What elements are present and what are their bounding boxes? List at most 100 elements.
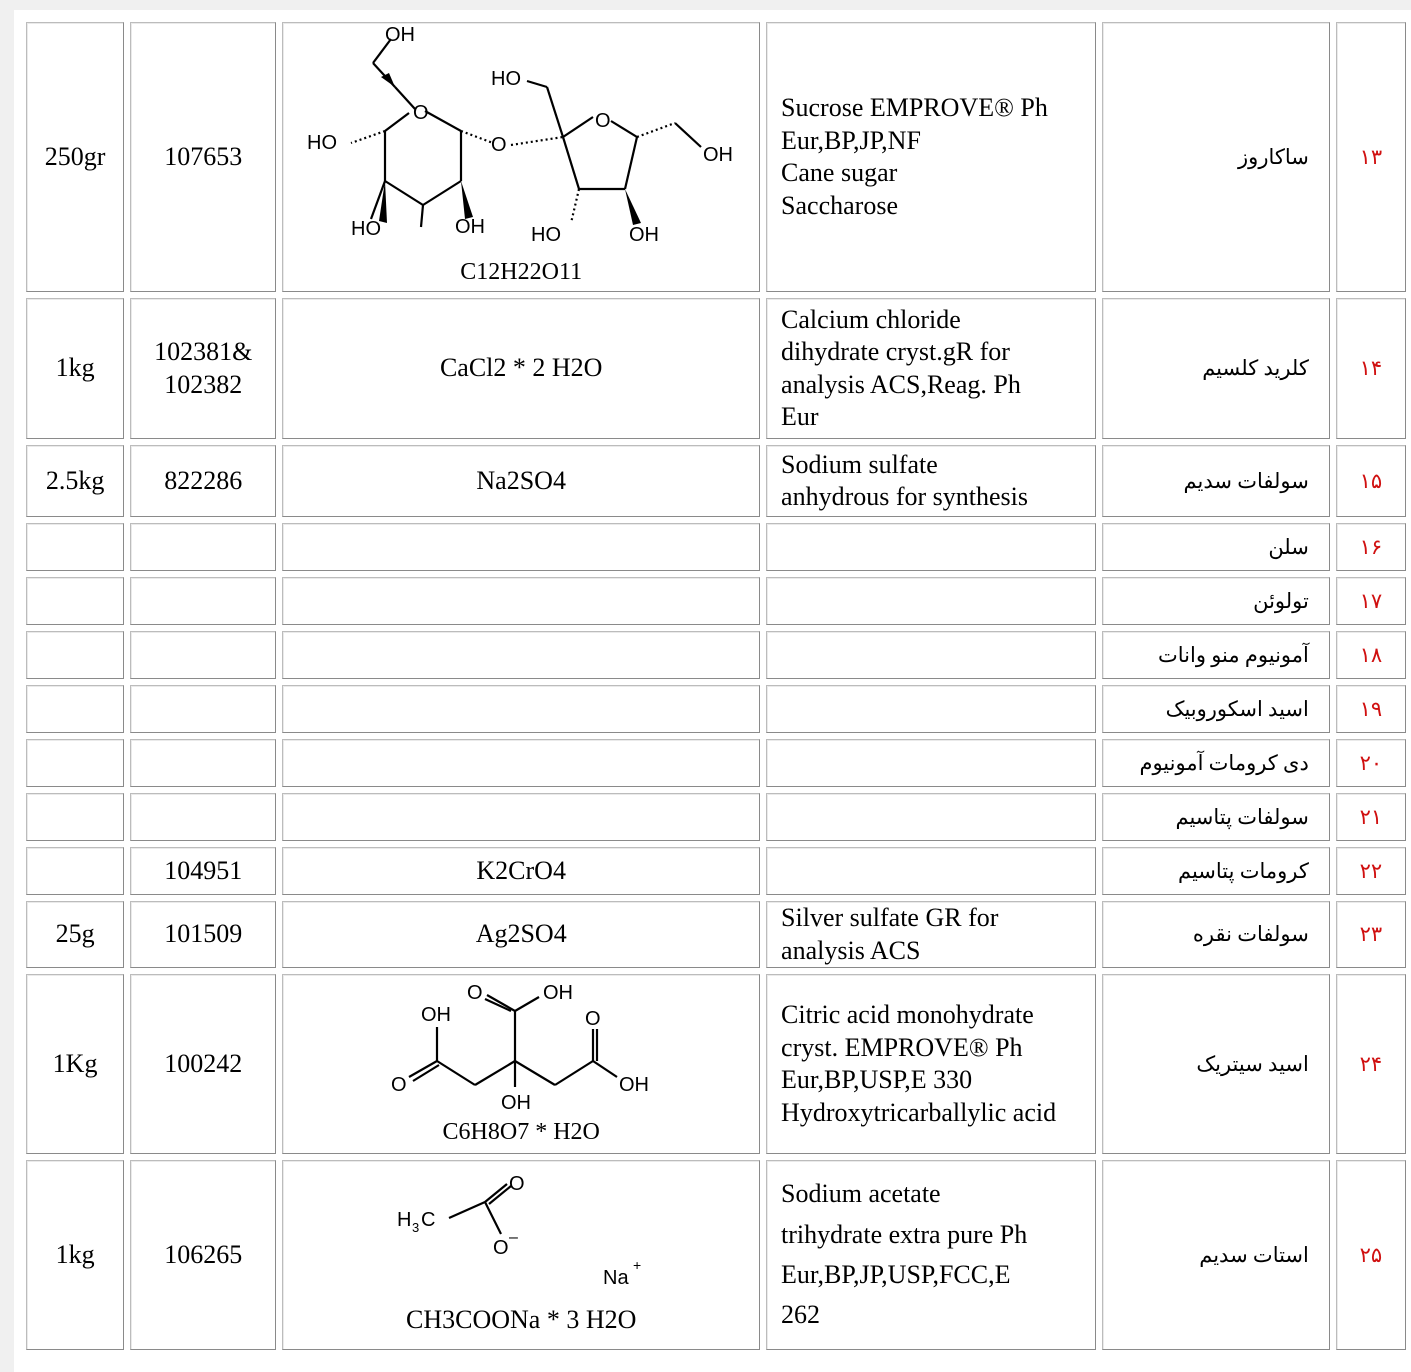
- row-number-cell: ۲۴: [1335, 974, 1406, 1154]
- name-cell: [766, 577, 1096, 625]
- quantity-cell: [26, 523, 125, 571]
- row-number-cell: ۲۰: [1335, 739, 1406, 787]
- svg-text:–: –: [509, 1229, 518, 1246]
- svg-text:O: O: [595, 110, 611, 132]
- persian-name-cell: سولفات پتاسیم: [1101, 793, 1330, 841]
- persian-name-cell: اسید اسکوروبیک: [1101, 685, 1330, 733]
- name-line: Cane sugar: [781, 158, 898, 187]
- persian-name-cell: اسید سیتریک: [1101, 974, 1330, 1154]
- persian-name-cell: آمونیوم منو وانات: [1101, 631, 1330, 679]
- name-cell: [766, 523, 1096, 571]
- table-row: اسید اسکوروبیک ۱۹: [26, 685, 1406, 733]
- svg-text:O: O: [391, 1074, 407, 1096]
- name-line: Eur,BP,JP,USP,FCC,E: [781, 1260, 1011, 1289]
- formula-cell: O H 3 C O – Na + CH3COONa * 3 H2O: [282, 1160, 761, 1350]
- quantity-cell: [26, 577, 125, 625]
- svg-text:OH: OH: [619, 1074, 649, 1096]
- quantity-cell: [26, 793, 125, 841]
- code-cell: [130, 523, 277, 571]
- quantity-cell: 250gr: [26, 22, 125, 292]
- name-line: Sodium sulfate: [781, 449, 938, 479]
- page-sheet: 250gr 107653: [14, 10, 1411, 1372]
- name-line: Calcium chloride: [781, 304, 961, 334]
- code-cell: 102381& 102382: [130, 298, 277, 439]
- svg-text:OH: OH: [455, 216, 485, 238]
- name-line: Saccharose: [781, 190, 898, 220]
- persian-name-cell: سولفات نقره: [1101, 901, 1330, 968]
- formula-cell: Na2SO4: [282, 445, 761, 517]
- name-line: Sodium acetate: [781, 1179, 941, 1209]
- citric-acid-structure-icon: O OH OH O O OH OH: [391, 982, 649, 1114]
- quantity-cell: 1kg: [26, 298, 125, 439]
- formula-cell: [282, 523, 761, 571]
- row-number-cell: ۱۴: [1335, 298, 1406, 439]
- name-line: cryst. EMPROVE® Ph: [781, 1032, 1023, 1062]
- table-row: 1kg 102381& 102382 CaCl2 * 2 H2O Calcium…: [26, 298, 1406, 439]
- svg-text:O: O: [585, 1008, 601, 1030]
- name-cell: Sodium acetate trihydrate extra pure Ph …: [766, 1160, 1096, 1350]
- chemicals-table: 250gr 107653: [20, 16, 1411, 1356]
- name-line: analysis ACS,Reag. Ph: [781, 369, 1021, 399]
- name-cell: Citric acid monohydrate cryst. EMPROVE® …: [766, 974, 1096, 1154]
- persian-name-cell: استات سدیم: [1101, 1160, 1330, 1350]
- table-row: سولفات پتاسیم ۲۱: [26, 793, 1406, 841]
- table-row: 1kg 106265 O H 3 C O – Na: [26, 1160, 1406, 1350]
- svg-text:OH: OH: [703, 144, 733, 166]
- quantity-cell: 25g: [26, 901, 125, 968]
- formula-cell: [282, 793, 761, 841]
- svg-text:+: +: [633, 1257, 641, 1273]
- quantity-cell: 1Kg: [26, 974, 125, 1154]
- persian-name-cell: سلن: [1101, 523, 1330, 571]
- formula-cell: [282, 577, 761, 625]
- svg-text:HO: HO: [307, 132, 337, 154]
- svg-text:OH: OH: [421, 1004, 451, 1026]
- formula-cell: OH O HO O HO O OH HO OH HO OH C12H22O11: [282, 22, 761, 292]
- name-line: dihydrate cryst.gR for: [781, 337, 1010, 366]
- sucrose-structure-icon: OH O HO O HO O OH HO OH HO OH: [307, 27, 733, 246]
- code-cell: [130, 793, 277, 841]
- name-line: Eur,BP,USP,E 330: [781, 1065, 973, 1094]
- svg-text:C: C: [421, 1209, 435, 1231]
- svg-text:OH: OH: [543, 982, 573, 1004]
- table-row: 25g 101509 Ag2SO4 Silver sulfate GR for …: [26, 901, 1406, 968]
- table-row: تولوئن ۱۷: [26, 577, 1406, 625]
- persian-name-cell: کلرید کلسیم: [1101, 298, 1330, 439]
- name-line: 262: [781, 1300, 821, 1330]
- formula-text: CH3COONa * 3 H2O: [406, 1304, 637, 1334]
- formula-cell: CaCl2 * 2 H2O: [282, 298, 761, 439]
- table-row: آمونیوم منو وانات ۱۸: [26, 631, 1406, 679]
- row-number-cell: ۲۵: [1335, 1160, 1406, 1350]
- table-row: سلن ۱۶: [26, 523, 1406, 571]
- persian-name-cell: دی کرومات آمونیوم: [1101, 739, 1330, 787]
- row-number-cell: ۱۳: [1335, 22, 1406, 292]
- name-cell: Sucrose EMPROVE® Ph Eur,BP,JP,NF Cane su…: [766, 22, 1096, 292]
- name-line: Hydroxytricarballylic acid: [781, 1097, 1057, 1127]
- code-cell: [130, 739, 277, 787]
- table-row: دی کرومات آمونیوم ۲۰: [26, 739, 1406, 787]
- formula-text: C6H8O7 * H2O: [442, 1119, 600, 1145]
- name-line: anhydrous for synthesis: [781, 482, 1029, 511]
- row-number-cell: ۲۳: [1335, 901, 1406, 968]
- persian-name-cell: تولوئن: [1101, 577, 1330, 625]
- svg-text:OH: OH: [501, 1092, 531, 1114]
- persian-name-cell: سولفات سدیم: [1101, 445, 1330, 517]
- svg-text:HO: HO: [531, 224, 561, 246]
- code-cell: 106265: [130, 1160, 277, 1350]
- name-line: Citric acid monohydrate: [781, 1000, 1034, 1029]
- quantity-cell: 2.5kg: [26, 445, 125, 517]
- formula-cell: [282, 685, 761, 733]
- table-row: 250gr 107653: [26, 22, 1406, 292]
- name-cell: [766, 631, 1096, 679]
- row-number-cell: ۱۹: [1335, 685, 1406, 733]
- name-line: Silver sulfate GR for: [781, 903, 999, 932]
- row-number-cell: ۱۵: [1335, 445, 1406, 517]
- svg-text:O: O: [491, 134, 507, 156]
- persian-name-cell: ساکاروز: [1101, 22, 1330, 292]
- svg-text:O: O: [493, 1237, 509, 1259]
- formula-cell: O OH OH O O OH OH C6H8O7 * H2O: [282, 974, 761, 1154]
- svg-text:3: 3: [412, 1220, 419, 1235]
- row-number-cell: ۲۱: [1335, 793, 1406, 841]
- code-cell: [130, 685, 277, 733]
- name-line: Eur,BP,JP,NF: [781, 125, 921, 155]
- name-line: analysis ACS: [781, 935, 921, 965]
